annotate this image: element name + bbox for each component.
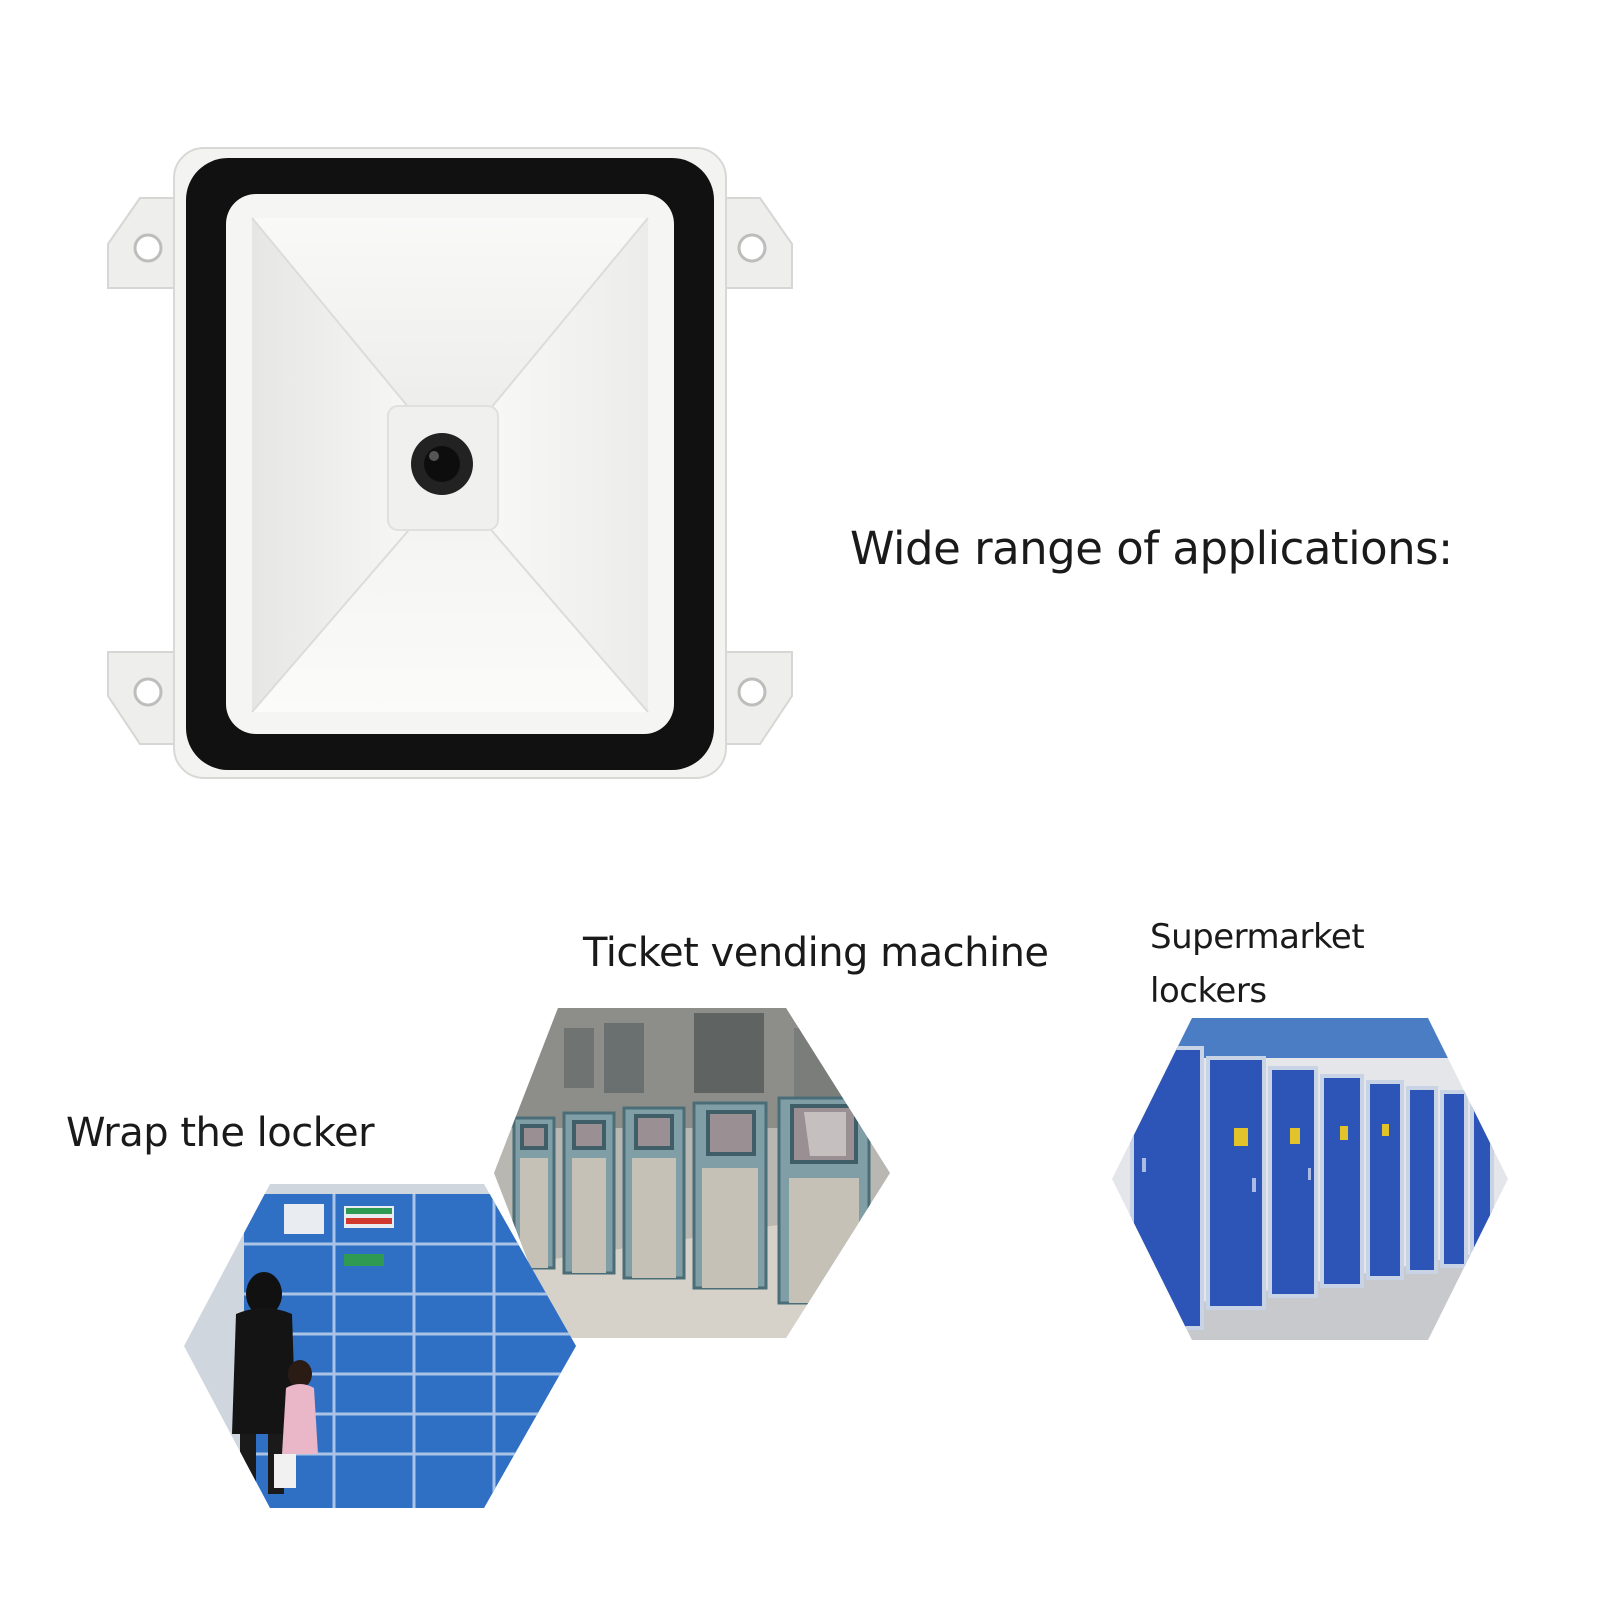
ticket-vending-photo — [494, 1008, 890, 1338]
scanner-module-icon — [107, 147, 793, 779]
label-supermarket-line2: lockers — [1150, 971, 1267, 1011]
supermarket-lockers-photo — [1112, 1018, 1508, 1340]
mounting-ear-top-right — [717, 197, 793, 289]
wrap-locker-photo — [184, 1184, 576, 1508]
label-ticket-vending: Ticket vending machine — [583, 930, 1049, 976]
label-supermarket-lockers: Supermarket lockers — [1150, 910, 1410, 1018]
label-supermarket-line1: Supermarket — [1150, 917, 1365, 957]
mounting-ear-bottom-right — [717, 651, 793, 745]
parcel-locker-icon — [184, 1184, 576, 1508]
scanner-module-image — [100, 140, 800, 800]
headline: Wide range of applications: — [850, 522, 1453, 575]
people-figures — [232, 1272, 318, 1494]
mounting-ear-bottom-left — [107, 651, 183, 745]
mounting-ear-top-left — [107, 197, 183, 289]
locker-row-icon — [1112, 1018, 1508, 1340]
label-wrap-locker: Wrap the locker — [66, 1110, 375, 1156]
ticket-kiosk-icon — [494, 1008, 890, 1338]
